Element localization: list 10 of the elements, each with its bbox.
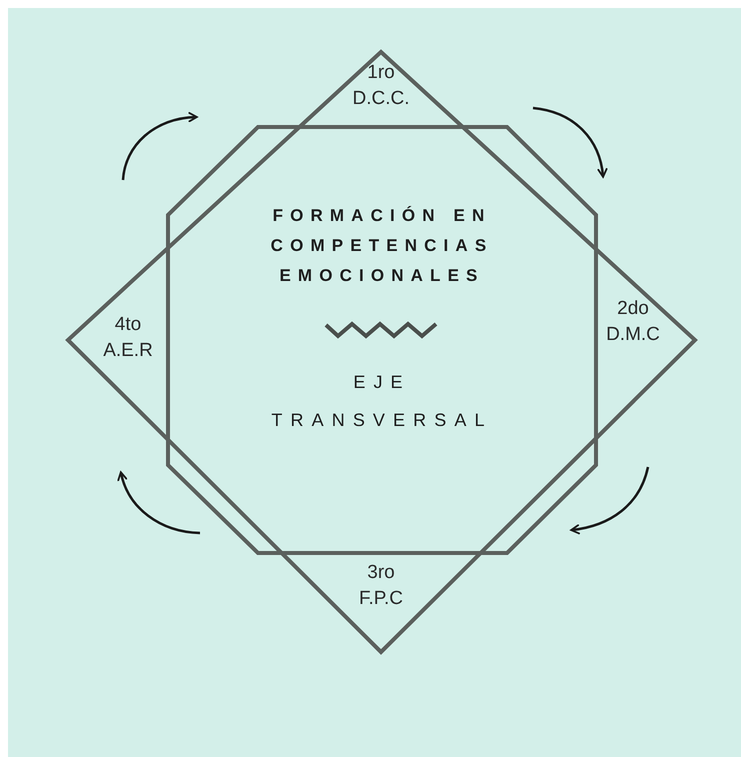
stage-label: 2do	[617, 297, 649, 321]
stage-label: F.P.C	[358, 587, 403, 611]
stage-label: A.E.R	[103, 339, 153, 363]
stage-label: 1ro	[367, 61, 395, 85]
stage-label: D.C.C.	[352, 87, 410, 111]
heading: FORMACIÓN EN COMPETENCIAS EMOCIONALES	[270, 205, 494, 287]
subheading: EJE TRANSVERSAL	[270, 371, 494, 432]
stage-label: 4to	[114, 313, 142, 337]
stage-label: D.M.C	[606, 323, 660, 347]
stage-label: 3ro	[367, 561, 395, 585]
